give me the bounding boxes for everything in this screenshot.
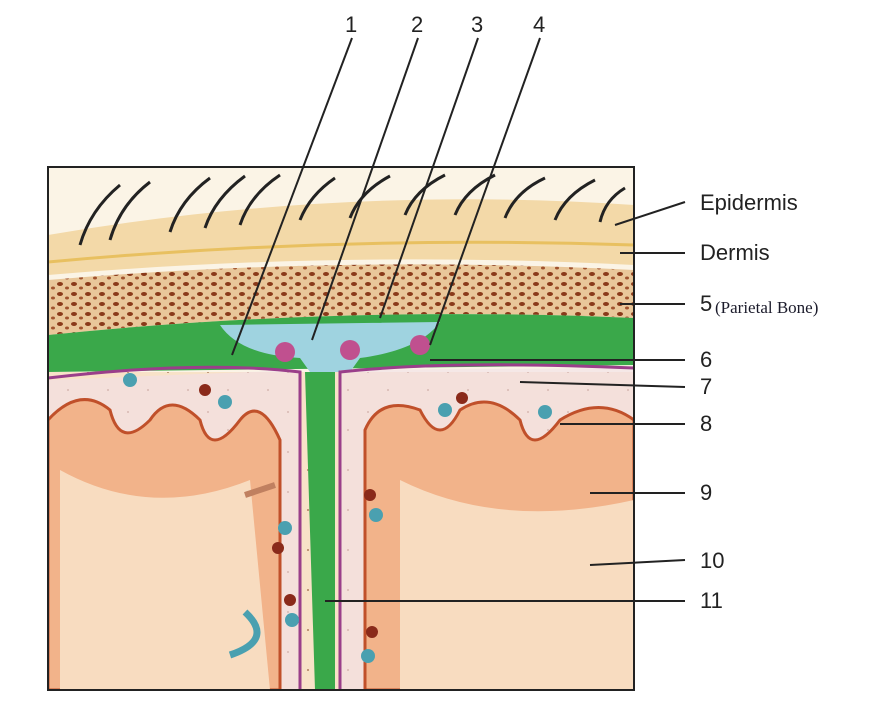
label-4: 4 bbox=[533, 12, 545, 37]
label-10: 10 bbox=[700, 548, 724, 573]
label-2: 2 bbox=[411, 12, 423, 37]
label-1: 1 bbox=[345, 12, 357, 37]
blood-vessels bbox=[123, 373, 552, 663]
label-epidermis: Epidermis bbox=[700, 190, 798, 215]
superior-sagittal-sinus bbox=[220, 322, 440, 400]
anatomy-layers bbox=[48, 167, 634, 690]
pia-left bbox=[48, 365, 302, 690]
parietal-bone bbox=[48, 264, 634, 335]
label-3: 3 bbox=[471, 12, 483, 37]
label-7: 7 bbox=[700, 374, 712, 399]
skin-layer bbox=[48, 199, 634, 275]
falx-cerebri bbox=[305, 372, 335, 690]
label-11: 11 bbox=[700, 588, 723, 613]
label-9: 9 bbox=[700, 480, 712, 505]
leader-lines bbox=[231, 37, 686, 602]
white-matter-left bbox=[60, 470, 270, 690]
label-6: 6 bbox=[700, 347, 712, 372]
pia-right bbox=[338, 363, 634, 690]
white-matter-right bbox=[400, 480, 634, 690]
diagram-frame bbox=[47, 166, 635, 691]
arachnoid-granulations bbox=[275, 335, 430, 362]
label-dermis: Dermis bbox=[700, 240, 770, 265]
label-parietal-bone: (Parietal Bone) bbox=[715, 298, 818, 317]
label-8: 8 bbox=[700, 411, 712, 436]
label-5: 5 bbox=[700, 291, 712, 316]
